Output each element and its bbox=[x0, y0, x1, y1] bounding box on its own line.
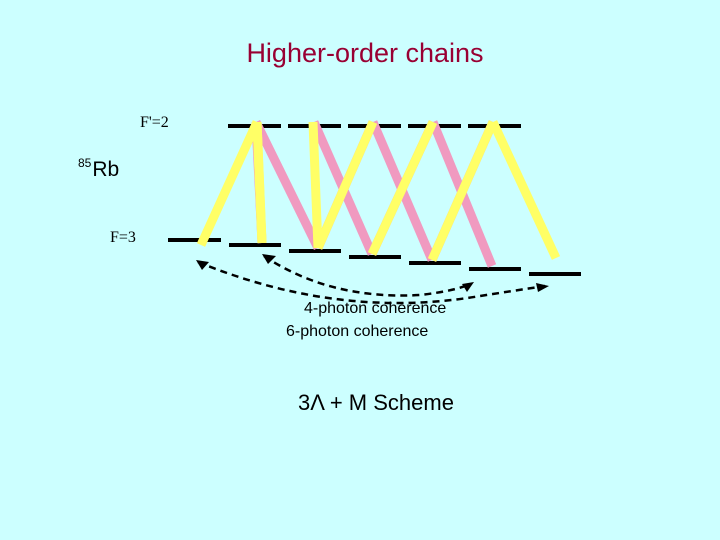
yellow-beam-2a bbox=[252, 121, 267, 244]
arrow-heads bbox=[196, 254, 549, 292]
six-photon-arrow bbox=[197, 260, 546, 305]
scheme-label: 3Λ + M Scheme bbox=[298, 390, 454, 415]
lower-level-label: F=3 bbox=[110, 229, 136, 246]
six-photon-coherence-label: 6-photon coherence bbox=[286, 323, 429, 340]
four-photon-coherence-label: 4-photon coherence bbox=[304, 300, 447, 317]
four-photon-arrow bbox=[263, 254, 471, 297]
yellow-beam-1a bbox=[196, 120, 262, 247]
coherence-arrows bbox=[197, 254, 546, 305]
yellow-beam-4a bbox=[367, 120, 438, 256]
six-photon-arrowhead-right bbox=[536, 283, 549, 292]
yellow-beams bbox=[196, 120, 561, 262]
element-symbol: Rb bbox=[92, 158, 120, 181]
yellow-beam-2b bbox=[313, 120, 378, 250]
yellow-beam-3a bbox=[308, 121, 323, 249]
upper-level-label: F'=2 bbox=[140, 114, 169, 131]
lower-levels bbox=[168, 238, 581, 276]
yellow-beam-5a bbox=[427, 120, 498, 262]
slide-title: Higher-order chains bbox=[246, 38, 484, 68]
isotope-label: 85Rb bbox=[78, 156, 119, 182]
four-photon-arrowhead-left bbox=[262, 254, 276, 264]
six-photon-arrowhead-left bbox=[196, 260, 209, 270]
yellow-beam-5b bbox=[488, 120, 561, 260]
isotope-mass: 85 bbox=[78, 156, 92, 170]
four-photon-arrowhead-right bbox=[462, 282, 474, 292]
pink-beam-1b bbox=[251, 120, 323, 250]
